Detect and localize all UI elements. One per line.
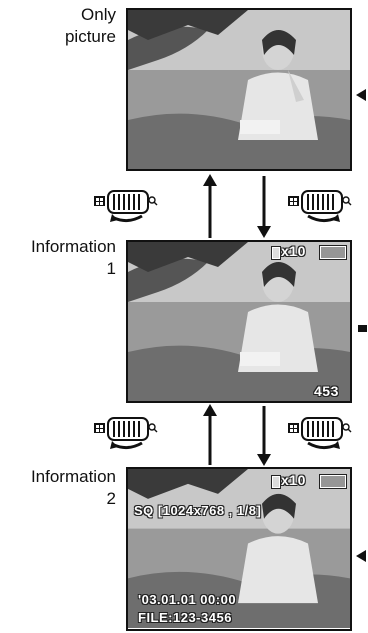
label-only-line1: Only xyxy=(81,5,116,24)
label-information-1: Information 1 xyxy=(4,236,116,280)
magnify-icon xyxy=(148,196,156,204)
remaining-count: 453 xyxy=(314,383,339,399)
screen-information-2: x10 SQ [1024x768 , 1/8] '03.01.01 00:00 … xyxy=(126,467,352,631)
label-only-picture: Only picture xyxy=(38,4,116,48)
label-info2-line2: 2 xyxy=(106,489,116,508)
label-information-2: Information 2 xyxy=(4,466,116,510)
zoom-dial-icon xyxy=(94,417,158,450)
label-only-line2: picture xyxy=(64,27,116,46)
thumbnail-icon xyxy=(94,196,105,206)
thumbnail-icon xyxy=(94,423,105,433)
memory-card-icon xyxy=(272,247,280,259)
arrow-icon xyxy=(203,174,217,186)
arrow-icon xyxy=(257,226,271,238)
arrow-icon xyxy=(356,550,366,562)
zoom-dial-icon xyxy=(94,190,158,223)
label-info1-line1: Information xyxy=(30,237,116,256)
arrow-icon xyxy=(203,404,217,416)
label-info1-line2: 1 xyxy=(106,259,116,278)
zoom-indicator: x10 xyxy=(281,243,306,259)
thumbnail-icon xyxy=(358,325,367,332)
protect-key-icon xyxy=(320,246,346,259)
photo-image xyxy=(128,469,350,628)
record-mode: SQ [1024x768 , 1/8] xyxy=(134,503,262,518)
screen-information-1: x10 453 xyxy=(126,240,352,403)
thumbnail-icon xyxy=(288,423,299,433)
magnify-icon xyxy=(342,196,350,204)
date-time: '03.01.01 00:00 xyxy=(138,592,237,607)
protect-key-icon xyxy=(320,475,346,488)
file-number: FILE:123-3456 xyxy=(138,610,232,625)
photo-image xyxy=(128,10,350,169)
arrow-icon xyxy=(257,454,271,466)
arrow-icon xyxy=(356,89,366,101)
zoom-indicator: x10 xyxy=(281,472,306,488)
screen-only-picture xyxy=(126,8,352,171)
magnify-icon xyxy=(148,423,156,431)
zoom-dial-icon xyxy=(288,190,352,223)
memory-card-icon xyxy=(272,476,280,488)
magnify-icon xyxy=(342,423,350,431)
zoom-dial-icon xyxy=(288,417,352,450)
thumbnail-icon xyxy=(288,196,299,206)
label-info2-line1: Information xyxy=(30,467,116,486)
photo-image xyxy=(128,242,350,401)
